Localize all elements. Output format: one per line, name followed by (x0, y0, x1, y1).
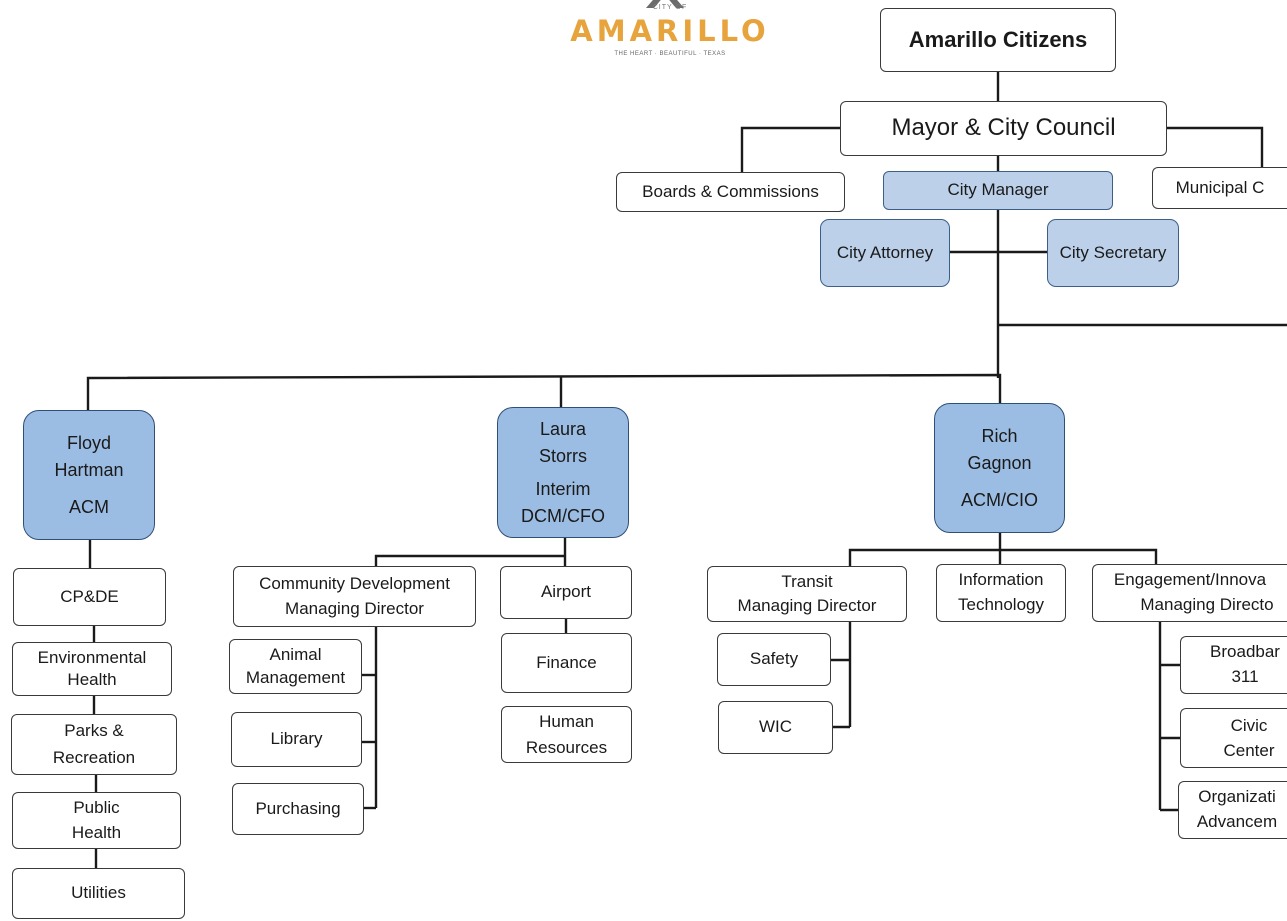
node-label: Municipal C (1175, 177, 1265, 197)
node-label: Environmental (37, 647, 147, 667)
logo-city-of: CITY OF (652, 4, 688, 11)
node-label: Managing Director (285, 598, 424, 618)
exec-title: Interim (535, 478, 591, 499)
node-label: Amarillo Citizens (908, 27, 1088, 53)
node-rich-gagnon: Rich Gagnon ACM/CIO (934, 403, 1065, 533)
node-label: City Secretary (1059, 242, 1167, 262)
node-city-manager: City Manager (883, 171, 1113, 210)
exec-name-first: Rich (981, 425, 1018, 446)
node-organizational-advancement: Organizati Advancem (1178, 781, 1287, 839)
node-human-resources: Human Resources (501, 706, 632, 763)
node-label: Advancem (1196, 812, 1278, 831)
exec-title: ACM (69, 496, 109, 517)
node-airport: Airport (500, 566, 632, 619)
node-boards-commissions: Boards & Commissions (616, 172, 845, 212)
exec-name-first: Laura (539, 418, 587, 439)
node-label: Boards & Commissions (642, 181, 819, 201)
node-label: Health (71, 822, 122, 842)
node-label: City Attorney (836, 242, 934, 262)
node-parks-recreation: Parks & Recreation (11, 714, 177, 775)
node-label: Engagement/Innova (1113, 570, 1267, 590)
node-label: Transit (781, 572, 833, 592)
node-amarillo-citizens: Amarillo Citizens (880, 8, 1116, 72)
node-label: Utilities (71, 883, 126, 903)
node-purchasing: Purchasing (232, 783, 364, 835)
node-city-attorney: City Attorney (820, 219, 950, 287)
node-label: Animal (269, 644, 322, 664)
node-label: Safety (749, 649, 799, 669)
node-engagement-innovation: Engagement/Innova Managing Directo (1092, 564, 1287, 622)
node-label: Purchasing (255, 798, 341, 818)
logo-mark-icon (646, 0, 684, 8)
node-label: Civic (1230, 715, 1268, 735)
node-broadband-311: Broadbar 311 (1180, 636, 1287, 694)
node-public-health: Public Health (12, 792, 181, 849)
node-civic-center: Civic Center (1180, 708, 1287, 768)
exec-name-last: Hartman (54, 459, 124, 480)
node-floyd-hartman: Floyd Hartman ACM (23, 410, 155, 540)
node-label: Finance (536, 652, 597, 672)
node-label: 311 (1231, 667, 1259, 686)
node-label: Organizati (1198, 787, 1276, 807)
node-label: Management (245, 667, 346, 687)
node-label: Broadbar (1210, 642, 1280, 662)
logo-wordmark: AMARILLO (570, 14, 770, 48)
node-label: Human (539, 712, 594, 731)
node-label: Recreation (52, 747, 136, 767)
node-finance: Finance (501, 633, 632, 693)
node-label: City Manager (947, 180, 1049, 200)
exec-title: ACM/CIO (960, 489, 1038, 510)
node-label: Parks & (64, 721, 124, 741)
node-mayor-council: Mayor & City Council (840, 101, 1167, 156)
node-label: Health (67, 670, 117, 689)
node-safety: Safety (717, 633, 831, 686)
node-label: Resources (525, 737, 608, 757)
exec-title: DCM/CFO (521, 505, 605, 526)
node-animal-management: Animal Management (229, 639, 362, 694)
node-laura-storrs: Laura Storrs Interim DCM/CFO (497, 407, 629, 538)
node-label: WIC (758, 717, 793, 737)
node-information-technology: Information Technology (936, 564, 1066, 622)
node-utilities: Utilities (12, 868, 185, 919)
exec-name-last: Gagnon (967, 452, 1032, 473)
node-library: Library (231, 712, 362, 767)
node-label: Mayor & City Council (891, 114, 1116, 142)
node-community-development: Community Development Managing Director (233, 566, 476, 627)
node-city-secretary: City Secretary (1047, 219, 1179, 287)
node-municipal-court: Municipal C (1152, 167, 1287, 209)
node-label: Center (1223, 741, 1275, 760)
node-label: Public (73, 797, 120, 817)
node-label: Managing Directo (1140, 595, 1274, 614)
exec-name-first: Floyd (66, 432, 111, 453)
exec-name-last: Storrs (538, 445, 587, 466)
node-label: Technology (957, 595, 1044, 614)
node-label: Community Development (259, 573, 450, 593)
node-label: Information (958, 570, 1044, 590)
node-label: CP&DE (60, 586, 119, 606)
node-label: Managing Director (737, 596, 877, 615)
logo-tagline: THE HEART · BEAUTIFUL · TEXAS (614, 51, 726, 57)
node-transit: Transit Managing Director (707, 566, 907, 622)
node-label: Airport (540, 582, 592, 602)
node-environmental-health: Environmental Health (12, 642, 172, 696)
node-wic: WIC (718, 701, 833, 754)
node-cpde: CP&DE (13, 568, 166, 626)
node-label: Library (270, 729, 323, 749)
amarillo-logo: CITY OF AMARILLO THE HEART · BEAUTIFUL ·… (560, 0, 780, 66)
